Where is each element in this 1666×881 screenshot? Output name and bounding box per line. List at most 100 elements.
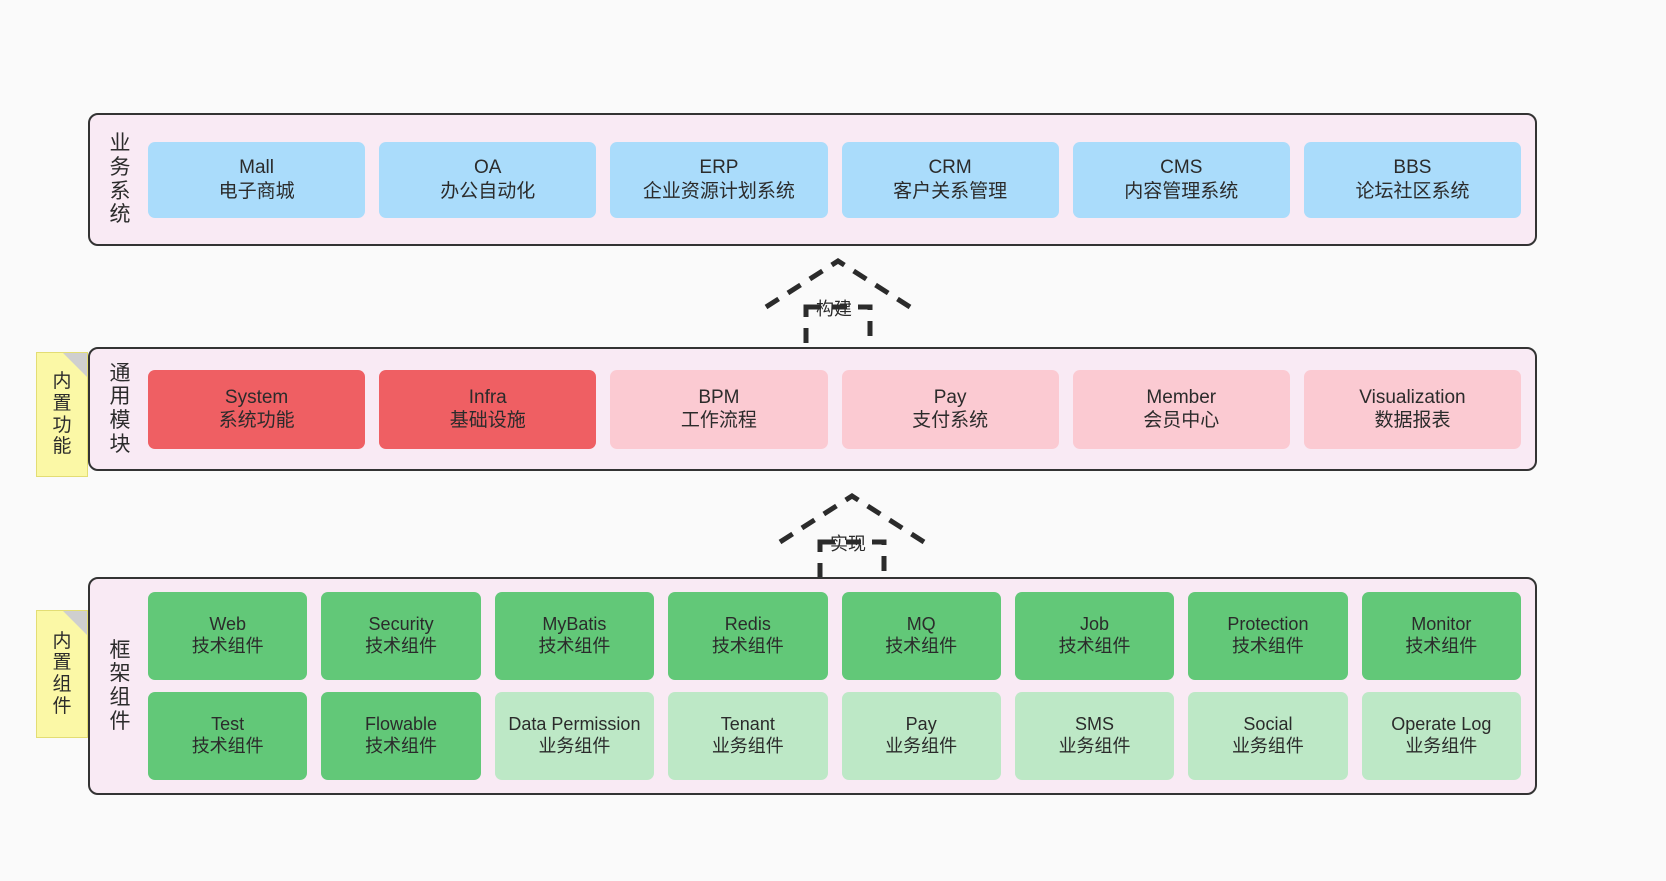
box-subtitle: 技术组件 <box>365 736 438 756</box>
box-subtitle: 工作流程 <box>680 410 757 431</box>
box-title: Visualization <box>1359 386 1466 408</box>
box-cms[interactable]: CMS 内容管理系统 <box>1072 141 1290 218</box>
box-title: OA <box>474 157 502 179</box>
box-subtitle: 数据报表 <box>1374 410 1451 431</box>
arrow-implement: 实现 <box>772 490 932 590</box>
box-row-business: Test 技术组件 Flowable 技术组件 Data Permission … <box>148 692 1521 780</box>
box-title: Monitor <box>1411 614 1472 635</box>
arrow-build-label: 构建 <box>816 299 852 319</box>
box-subtitle: 技术组件 <box>1231 636 1304 656</box>
box-title: Security <box>368 614 434 635</box>
box-sms[interactable]: SMS 业务组件 <box>1014 692 1175 780</box>
box-erp[interactable]: ERP 企业资源计划系统 <box>610 141 828 218</box>
box-subtitle: 论坛社区系统 <box>1355 180 1470 202</box>
box-mall[interactable]: Mall 电子商城 <box>148 141 366 218</box>
box-subtitle: 基础设施 <box>449 410 526 431</box>
box-subtitle: 企业资源计划系统 <box>642 180 795 202</box>
sticky-note-builtin-features: 内置功能 <box>36 352 88 477</box>
box-data-permission[interactable]: Data Permission 业务组件 <box>494 692 655 780</box>
box-visualization[interactable]: Visualization 数据报表 <box>1303 369 1522 449</box>
box-subtitle: 客户关系管理 <box>893 180 1008 202</box>
box-row: System 系统功能 Infra 基础设施 BPM 工作流程 Pay 支付系统… <box>148 369 1522 449</box>
page-fold-icon <box>63 353 87 377</box>
layer-framework-components-title: 框架组件 <box>109 638 131 733</box>
box-title: ERP <box>699 157 739 179</box>
box-pay-component[interactable]: Pay 业务组件 <box>841 692 1001 780</box>
box-social[interactable]: Social 业务组件 <box>1188 692 1348 780</box>
box-bpm[interactable]: BPM 工作流程 <box>610 369 828 449</box>
box-subtitle: 技术组件 <box>711 636 784 656</box>
box-title: MQ <box>906 614 936 635</box>
sticky-note-text: 内置功能 <box>52 371 72 458</box>
box-member[interactable]: Member 会员中心 <box>1072 369 1290 449</box>
box-title: BBS <box>1393 157 1432 179</box>
box-title: Pay <box>905 714 937 735</box>
box-title: Flowable <box>365 714 438 735</box>
box-test[interactable]: Test 技术组件 <box>148 692 308 780</box>
box-title: Mall <box>239 157 274 179</box>
box-title: Job <box>1080 614 1110 635</box>
box-title: Web <box>209 614 247 635</box>
layer-business-systems: 业务系统 Mall 电子商城 OA 办公自动化 ERP 企业资源计划系统 CRM… <box>88 113 1537 246</box>
box-title: MyBatis <box>542 614 607 635</box>
page-fold-icon <box>63 611 87 635</box>
box-flowable[interactable]: Flowable 技术组件 <box>321 692 481 780</box>
box-title: Pay <box>933 386 967 408</box>
arrow-implement-label: 实现 <box>830 534 866 554</box>
box-job[interactable]: Job 技术组件 <box>1014 592 1175 680</box>
sticky-note-builtin-components: 内置组件 <box>36 610 88 738</box>
box-title: Test <box>211 714 245 735</box>
box-title: Tenant <box>720 714 775 735</box>
box-crm[interactable]: CRM 客户关系管理 <box>841 141 1059 218</box>
box-title: Protection <box>1227 614 1309 635</box>
box-title: Infra <box>468 386 507 408</box>
box-subtitle: 业务组件 <box>885 736 958 756</box>
box-row-technical: Web 技术组件 Security 技术组件 MyBatis 技术组件 Redi… <box>148 592 1521 680</box>
box-title: Operate Log <box>1391 714 1492 735</box>
box-infra[interactable]: Infra 基础设施 <box>379 369 597 449</box>
box-title: System <box>224 386 289 408</box>
box-security[interactable]: Security 技术组件 <box>321 592 481 680</box>
layer-common-modules-boxes: System 系统功能 Infra 基础设施 BPM 工作流程 Pay 支付系统… <box>140 349 1535 469</box>
box-redis[interactable]: Redis 技术组件 <box>668 592 828 680</box>
box-oa[interactable]: OA 办公自动化 <box>379 141 597 218</box>
box-subtitle: 技术组件 <box>191 736 264 756</box>
box-subtitle: 技术组件 <box>1405 636 1478 656</box>
box-subtitle: 支付系统 <box>912 410 989 431</box>
box-subtitle: 业务组件 <box>538 736 611 756</box>
box-subtitle: 电子商城 <box>218 180 295 202</box>
box-monitor[interactable]: Monitor 技术组件 <box>1361 592 1521 680</box>
box-subtitle: 办公自动化 <box>440 180 536 202</box>
box-web[interactable]: Web 技术组件 <box>148 592 308 680</box>
layer-framework-components: 框架组件 Web 技术组件 Security 技术组件 MyBatis 技术组件… <box>88 577 1537 795</box>
box-title: SMS <box>1075 714 1115 735</box>
box-title: Social <box>1243 714 1293 735</box>
box-subtitle: 会员中心 <box>1143 410 1220 431</box>
box-subtitle: 业务组件 <box>1231 736 1304 756</box>
box-subtitle: 系统功能 <box>218 410 295 431</box>
box-tenant[interactable]: Tenant 业务组件 <box>668 692 828 780</box>
box-bbs[interactable]: BBS 论坛社区系统 <box>1303 141 1522 218</box>
arrow-build: 构建 <box>758 255 918 355</box>
box-mybatis[interactable]: MyBatis 技术组件 <box>494 592 655 680</box>
box-operate-log[interactable]: Operate Log 业务组件 <box>1361 692 1521 780</box>
layer-business-systems-boxes: Mall 电子商城 OA 办公自动化 ERP 企业资源计划系统 CRM 客户关系… <box>140 115 1535 244</box>
layer-framework-components-boxes: Web 技术组件 Security 技术组件 MyBatis 技术组件 Redi… <box>140 579 1535 793</box>
box-subtitle: 业务组件 <box>711 736 784 756</box>
box-protection[interactable]: Protection 技术组件 <box>1188 592 1348 680</box>
box-subtitle: 技术组件 <box>538 636 611 656</box>
box-row: Mall 电子商城 OA 办公自动化 ERP 企业资源计划系统 CRM 客户关系… <box>148 141 1522 218</box>
sticky-note-text: 内置组件 <box>52 630 72 717</box>
box-subtitle: 业务组件 <box>1405 736 1478 756</box>
box-pay[interactable]: Pay 支付系统 <box>841 369 1059 449</box>
box-subtitle: 技术组件 <box>885 636 958 656</box>
box-title: BPM <box>698 386 740 408</box>
box-title: CMS <box>1160 157 1203 179</box>
box-title: Redis <box>724 614 771 635</box>
box-system[interactable]: System 系统功能 <box>148 369 366 449</box>
box-title: Data Permission <box>508 714 641 735</box>
layer-common-modules-title: 通用模块 <box>109 361 131 456</box>
box-mq[interactable]: MQ 技术组件 <box>841 592 1001 680</box>
box-title: CRM <box>928 157 972 179</box>
box-subtitle: 技术组件 <box>365 636 438 656</box>
